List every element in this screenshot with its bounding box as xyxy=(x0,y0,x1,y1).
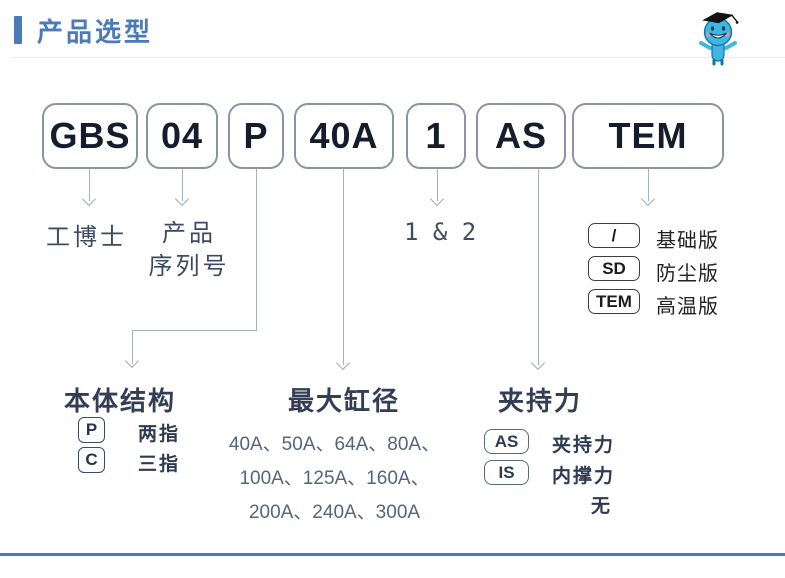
version-chip-tem: TEM xyxy=(588,289,640,314)
series-label-line2: 序列号 xyxy=(148,253,230,280)
option-desc-grip: 夹持力 xyxy=(552,435,616,456)
arrow-down-icon xyxy=(335,355,351,371)
connector-line xyxy=(343,169,344,365)
graduate-mascot-icon xyxy=(699,12,739,66)
option-desc-inner-support: 内撑力 xyxy=(552,466,616,487)
option-chip-is: IS xyxy=(484,460,529,485)
bore-size-line: 40A、50A、64A、80A、 xyxy=(228,434,441,455)
version-chip-sd: SD xyxy=(588,256,640,281)
option-chip-p: P xyxy=(78,417,105,443)
series-label: 产品 序列号 xyxy=(144,217,234,283)
arrow-down-icon xyxy=(174,191,190,207)
option-desc-two-finger: 两指 xyxy=(138,424,181,445)
body-structure-heading: 本体结构 xyxy=(64,386,177,416)
max-bore-heading: 最大缸径 xyxy=(288,386,401,416)
version-desc-tem: 高温版 xyxy=(656,296,719,318)
arrow-down-icon xyxy=(429,191,445,207)
page-title: 产品选型 xyxy=(37,17,154,47)
model-segment-40a: 40A xyxy=(294,103,394,169)
grip-force-heading: 夹持力 xyxy=(498,386,583,416)
version-chip-basic: / xyxy=(588,223,640,248)
bore-size-line: 200A、240A、300A xyxy=(248,502,421,523)
model-segment-04: 04 xyxy=(146,103,218,169)
option-chip-as: AS xyxy=(484,429,529,454)
title-accent-bar xyxy=(14,16,22,44)
model-segment-p: P xyxy=(228,103,284,169)
connector-line xyxy=(256,169,257,330)
finger-count-label: 1 & 2 xyxy=(404,218,477,246)
bore-size-line: 100A、125A、160A、 xyxy=(239,468,430,489)
connector-line xyxy=(182,169,183,201)
header-divider xyxy=(10,57,785,58)
option-chip-c: C xyxy=(78,447,105,473)
model-segment-1: 1 xyxy=(406,103,466,169)
version-desc-sd: 防尘版 xyxy=(656,263,719,285)
option-desc-none: 无 xyxy=(591,496,613,517)
arrow-down-icon xyxy=(81,191,97,207)
bottom-accent-bar xyxy=(0,553,785,556)
option-desc-three-finger: 三指 xyxy=(138,454,181,475)
arrow-down-icon xyxy=(530,355,546,371)
version-desc-basic: 基础版 xyxy=(656,230,719,252)
model-segment-as: AS xyxy=(476,103,566,169)
series-label-line1: 产品 xyxy=(162,220,216,247)
connector-line xyxy=(648,169,649,201)
connector-line xyxy=(132,330,133,364)
brand-label: 工博士 xyxy=(46,224,127,251)
connector-line xyxy=(132,330,257,331)
model-segment-tem: TEM xyxy=(572,103,724,169)
connector-line xyxy=(437,169,438,201)
arrow-down-icon xyxy=(124,353,140,369)
connector-line xyxy=(89,169,90,201)
model-segment-gbs: GBS xyxy=(42,103,138,169)
bore-size-list: 40A、50A、64A、80A、 100A、125A、160A、 200A、24… xyxy=(222,428,447,530)
connector-line xyxy=(538,169,539,365)
arrow-down-icon xyxy=(640,191,656,207)
